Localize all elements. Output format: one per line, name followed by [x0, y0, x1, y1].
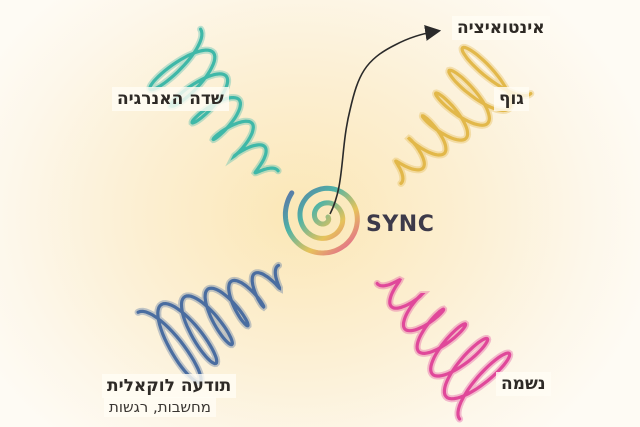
energy-field-helix [146, 25, 282, 177]
body-label: גוף [494, 87, 529, 111]
local-awareness-sublabel: מחשבות, רגשות [104, 397, 216, 417]
helix-awareness-coil [136, 263, 282, 385]
helix-body-shadow [391, 43, 535, 187]
soul-helix [373, 275, 514, 423]
local-awareness-label: תודעה לוקאלית [102, 374, 237, 398]
center-sync-spiral [282, 185, 360, 256]
local-awareness-helix [134, 261, 283, 387]
body-helix [391, 43, 535, 187]
helix-energy-coil [148, 27, 280, 175]
soul-label: נשמה [496, 372, 551, 396]
helix-soul-coil [375, 278, 512, 421]
sync-label: SYNC [366, 212, 435, 237]
helix-soul-shadow [373, 275, 514, 423]
intuition-arrow [329, 25, 442, 215]
energy-field-label: שדה האנרגיה [112, 87, 229, 111]
intuition-label: אינטואיציה [452, 16, 550, 40]
